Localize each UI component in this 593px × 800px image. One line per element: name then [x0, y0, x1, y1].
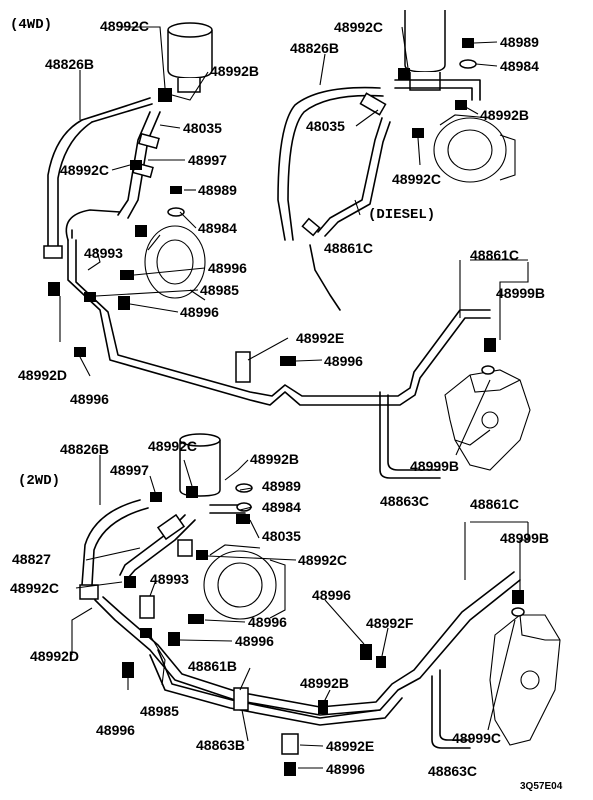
hose-diesel [277, 38, 481, 311]
part-label: 48992B [480, 107, 529, 123]
hose-48826B-top [43, 97, 153, 259]
part-label: 48984 [500, 58, 539, 74]
part-label: 48996 [248, 614, 287, 630]
part-label: 48997 [110, 462, 149, 478]
section-2wd-label: (2WD) [18, 473, 60, 489]
part-label: 48996 [96, 722, 135, 738]
part-label: 48992C [298, 552, 347, 568]
part-label: 48035 [183, 120, 222, 136]
gearbox-top [444, 369, 531, 471]
part-label: 48863B [196, 737, 245, 753]
part-label: 48861C [470, 247, 519, 263]
part-label: 48992C [392, 171, 441, 187]
reservoir-diesel [404, 10, 446, 91]
part-labels: 48992C 48826B 48992B 48035 48997 48992C … [10, 18, 549, 779]
part-label: 48989 [262, 478, 301, 494]
part-label: 48826B [290, 40, 339, 56]
pump-top [144, 225, 206, 301]
part-label: 48992C [148, 438, 197, 454]
part-label: 48992B [210, 63, 259, 79]
part-label: 48992C [100, 18, 149, 34]
part-label: 48992E [326, 738, 374, 754]
part-label: 48996 [180, 304, 219, 320]
part-label: 48996 [326, 761, 365, 777]
pump-diesel [433, 114, 516, 183]
part-label: 48992F [366, 615, 414, 631]
part-label: 48999C [452, 730, 501, 746]
part-label: 48035 [306, 118, 345, 134]
part-label: 48996 [208, 260, 247, 276]
part-label: 48861C [324, 240, 373, 256]
part-label: 48996 [324, 353, 363, 369]
part-label: 48996 [70, 391, 109, 407]
part-label: 48997 [188, 152, 227, 168]
part-label: 48992D [18, 367, 67, 383]
section-diesel-label: (DIESEL) [368, 207, 435, 223]
part-label: 48992D [30, 648, 79, 664]
section-4wd-label: (4WD) [10, 17, 52, 33]
part-label: 48827 [12, 551, 51, 567]
part-label: 48993 [150, 571, 189, 587]
part-label: 48861C [470, 496, 519, 512]
part-label: 48999B [500, 530, 549, 546]
part-label: 48826B [45, 56, 94, 72]
leader-lines [59, 26, 529, 769]
part-label: 48985 [140, 703, 179, 719]
fittings-top [48, 88, 496, 383]
part-label: 48985 [200, 282, 239, 298]
hose-48826B-bottom [79, 499, 149, 600]
reservoir-top [167, 22, 213, 93]
hose-48035-bottom [119, 504, 246, 579]
pipe-top-main [65, 209, 491, 406]
part-label: 48993 [84, 245, 123, 261]
part-label: 48999B [410, 458, 459, 474]
part-label: 48992B [300, 675, 349, 691]
part-label: 48984 [262, 499, 301, 515]
pump-bottom [203, 544, 286, 620]
part-label: 48992E [296, 330, 344, 346]
part-label: 48863C [380, 493, 429, 509]
part-label: 48861B [188, 658, 237, 674]
pipe-48863C-bottom [431, 669, 471, 749]
part-label: 48992B [250, 451, 299, 467]
part-label: 48996 [235, 633, 274, 649]
part-label: 48989 [500, 34, 539, 50]
part-label: 48863C [428, 763, 477, 779]
part-label: 48992C [10, 580, 59, 596]
fittings-bottom [122, 483, 525, 776]
part-label: 48035 [262, 528, 301, 544]
part-label: 48996 [312, 587, 351, 603]
part-label: 48989 [198, 182, 237, 198]
figure-code: 3Q57E04 [520, 781, 563, 792]
part-label: 48992C [334, 19, 383, 35]
section-labels: (4WD) (DIESEL) (2WD) [10, 17, 435, 489]
part-label: 48984 [198, 220, 237, 236]
pipe-48863C-top [379, 391, 441, 479]
reservoir-bottom [179, 433, 221, 497]
part-label: 48992C [60, 162, 109, 178]
part-label: 48826B [60, 441, 109, 457]
part-label: 48999B [496, 285, 545, 301]
